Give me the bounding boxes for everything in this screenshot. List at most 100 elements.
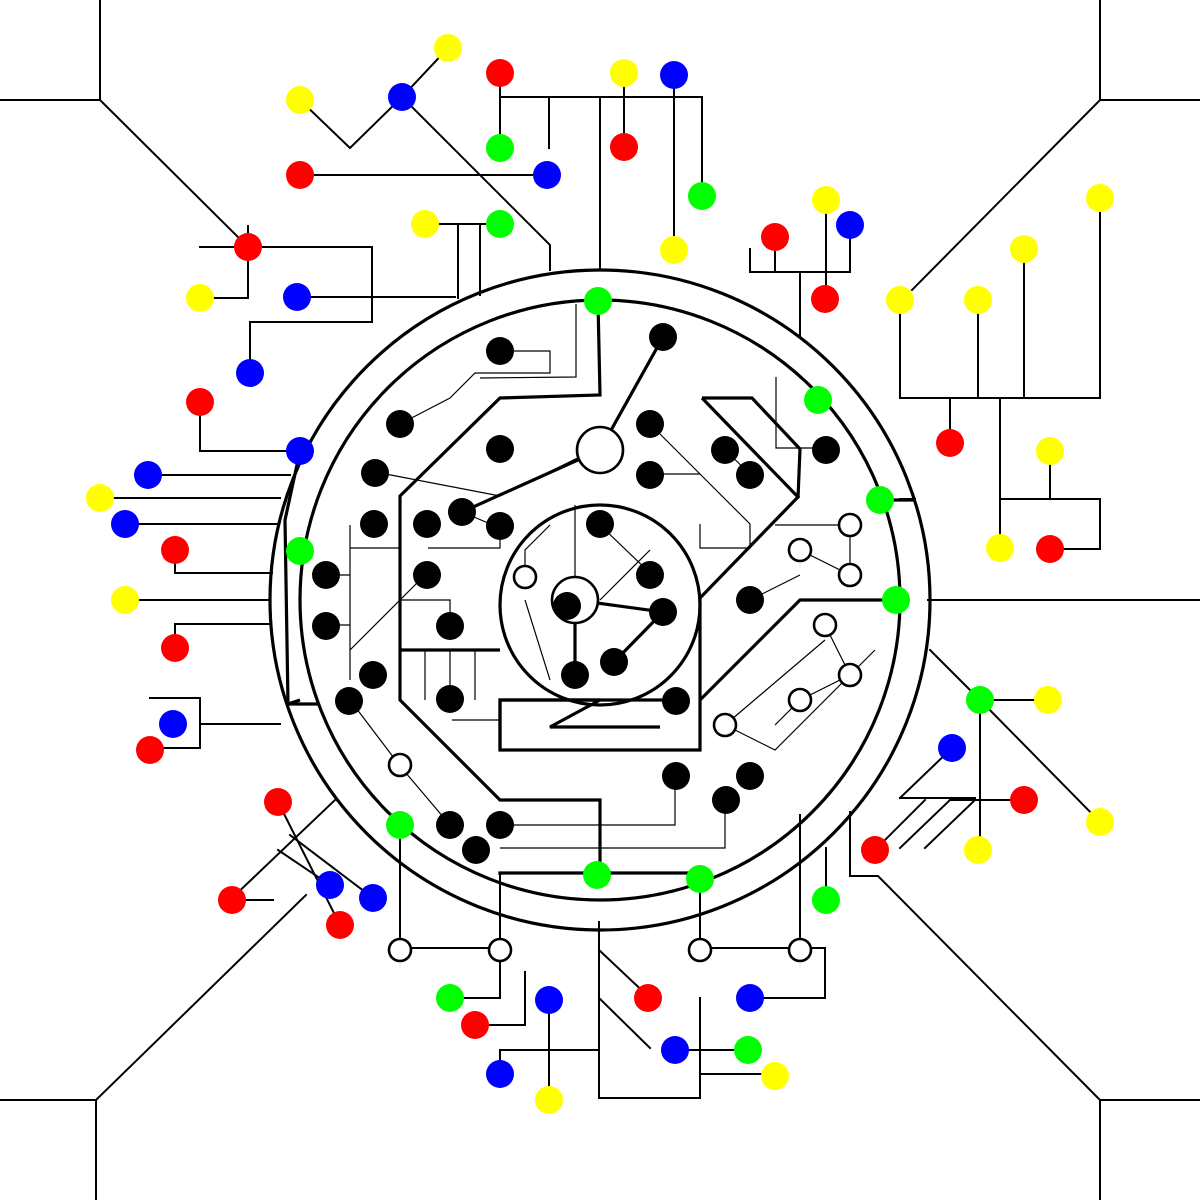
black-node <box>662 762 690 790</box>
yellow-node <box>812 186 840 214</box>
yellow-node <box>964 286 992 314</box>
internal-thick-traces <box>283 301 915 875</box>
black-node <box>649 598 677 626</box>
red-node <box>326 911 354 939</box>
black-node <box>636 461 664 489</box>
green-node <box>812 886 840 914</box>
black-node <box>600 648 628 676</box>
yellow-node <box>86 484 114 512</box>
hollow-node <box>512 564 538 590</box>
green-node <box>386 811 414 839</box>
black-node <box>360 510 388 538</box>
black-node <box>361 459 389 487</box>
blue-node <box>836 211 864 239</box>
green-node <box>486 134 514 162</box>
black-node <box>413 561 441 589</box>
black-node <box>312 561 340 589</box>
blue-node <box>286 437 314 465</box>
black-node <box>712 786 740 814</box>
circuit-outer-ring <box>268 268 932 932</box>
yellow-node <box>286 86 314 114</box>
black-node <box>413 510 441 538</box>
black-node <box>662 687 690 715</box>
yellow-node <box>1086 808 1114 836</box>
green-node <box>866 486 894 514</box>
yellow-node <box>1036 437 1064 465</box>
hollow-node <box>387 937 413 963</box>
yellow-node <box>610 59 638 87</box>
yellow-nodes <box>86 34 1114 1114</box>
green-node <box>486 210 514 238</box>
blue-node <box>111 510 139 538</box>
yellow-node <box>434 34 462 62</box>
green-node <box>583 861 611 889</box>
black-node <box>553 592 581 620</box>
yellow-node <box>186 284 214 312</box>
blue-node <box>134 461 162 489</box>
black-node <box>711 436 739 464</box>
blue-node <box>535 986 563 1014</box>
black-node <box>436 685 464 713</box>
red-node <box>161 536 189 564</box>
red-node <box>218 886 246 914</box>
black-node <box>736 461 764 489</box>
yellow-node <box>886 286 914 314</box>
peripheral-wires <box>99 46 1200 1099</box>
hollow-node <box>837 662 863 688</box>
yellow-node <box>1010 235 1038 263</box>
blue-node <box>316 871 344 899</box>
yellow-node <box>411 210 439 238</box>
corner-trace-bottom-left-diag <box>94 893 308 1102</box>
black-node <box>359 661 387 689</box>
red-node <box>610 133 638 161</box>
green-node <box>686 865 714 893</box>
yellow-node <box>986 534 1014 562</box>
red-node <box>461 1011 489 1039</box>
hollow-node <box>787 937 813 963</box>
hollow-node <box>787 537 813 563</box>
blue-node <box>283 283 311 311</box>
red-node <box>811 285 839 313</box>
black-node <box>436 612 464 640</box>
green-node <box>734 1036 762 1064</box>
red-node <box>1010 786 1038 814</box>
black-node <box>736 762 764 790</box>
corner-trace-bottom-right-diag <box>849 811 1102 1102</box>
blue-node <box>938 734 966 762</box>
green-node <box>688 182 716 210</box>
black-node <box>486 337 514 365</box>
black-nodes <box>312 323 840 864</box>
hollow-node <box>487 937 513 963</box>
black-node <box>312 612 340 640</box>
red-node <box>186 388 214 416</box>
red-node <box>486 59 514 87</box>
blue-node <box>159 710 187 738</box>
black-node <box>636 410 664 438</box>
red-node <box>286 161 314 189</box>
black-node <box>812 436 840 464</box>
red-node <box>861 836 889 864</box>
blue-node <box>486 1060 514 1088</box>
green-node <box>436 984 464 1012</box>
blue-node <box>359 884 387 912</box>
hollow-node <box>812 612 838 638</box>
hollow-node <box>787 687 813 713</box>
black-node <box>335 687 363 715</box>
blue-node <box>736 984 764 1012</box>
black-node <box>486 512 514 540</box>
blue-node <box>660 61 688 89</box>
yellow-node <box>964 836 992 864</box>
black-node <box>736 586 764 614</box>
red-node <box>264 788 292 816</box>
red-node <box>634 984 662 1012</box>
blue-node <box>533 161 561 189</box>
black-node <box>636 561 664 589</box>
black-node <box>386 410 414 438</box>
hollow-node <box>575 425 625 475</box>
red-node <box>161 634 189 662</box>
black-node <box>486 435 514 463</box>
yellow-node <box>1034 686 1062 714</box>
hollow-node <box>687 937 713 963</box>
red-node <box>136 736 164 764</box>
